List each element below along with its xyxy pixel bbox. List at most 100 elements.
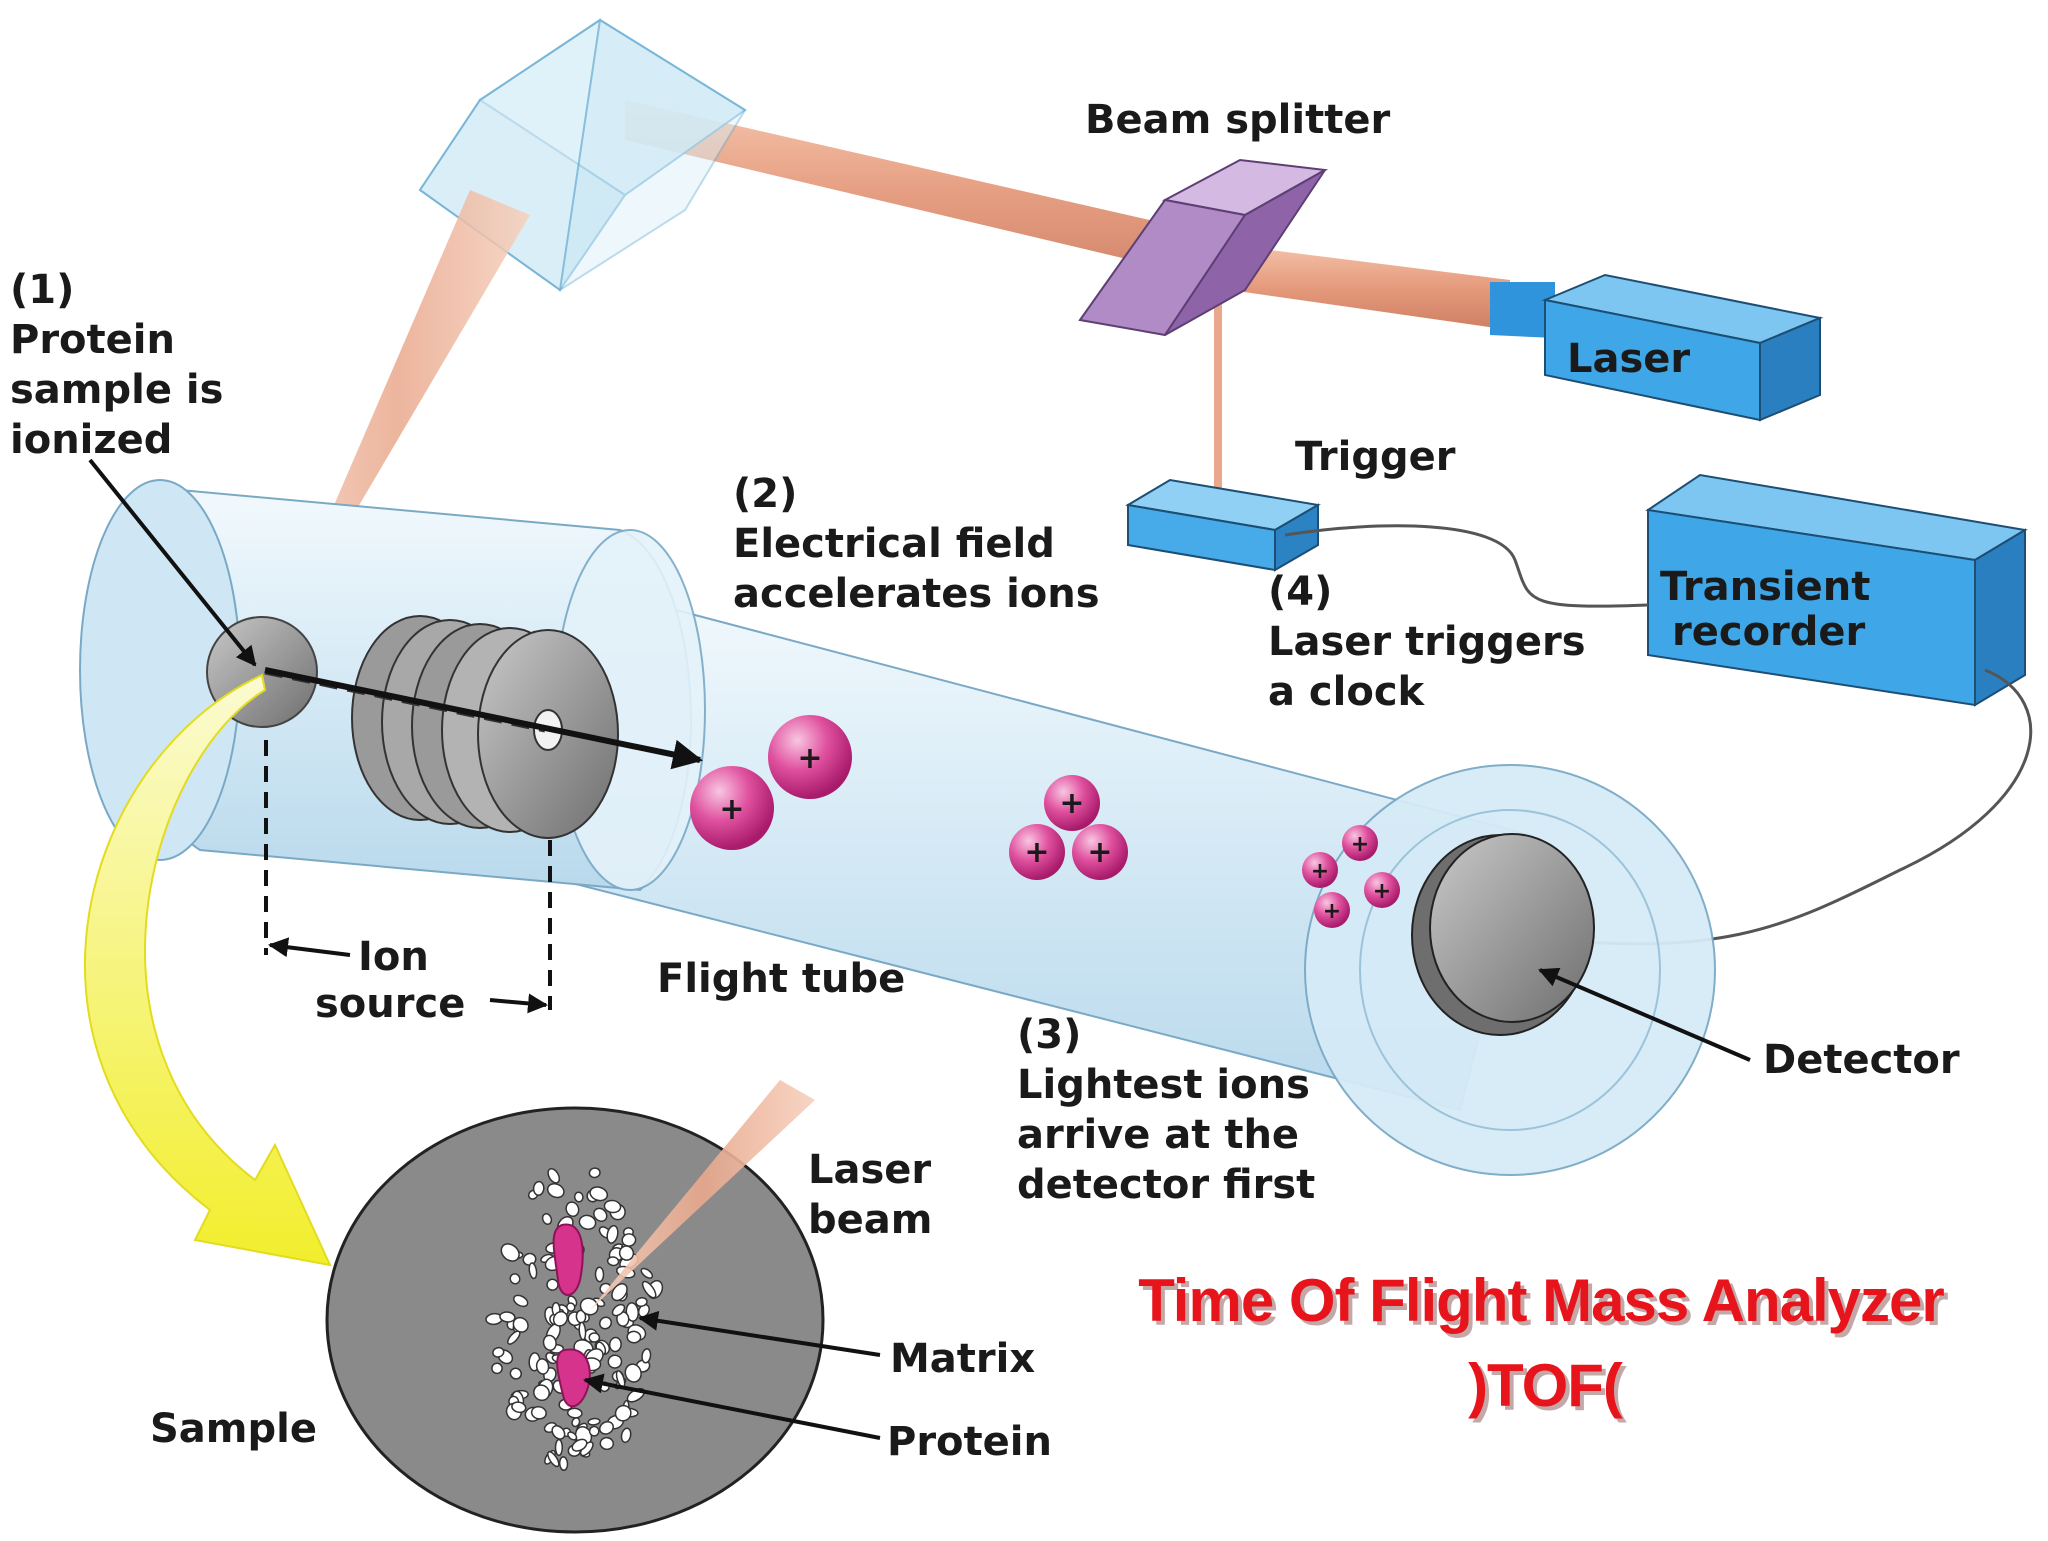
svg-text:source: source — [315, 981, 465, 1027]
accelerator-grids — [351, 615, 619, 839]
matrix-crystal — [547, 1450, 560, 1468]
svg-text:+: + — [1024, 835, 1049, 870]
step1-label: (1) Protein sample is ionized — [10, 267, 223, 463]
svg-text:(1): (1) — [10, 267, 74, 313]
svg-text:ionized: ionized — [10, 417, 172, 463]
matrix-crystal — [611, 1283, 628, 1302]
ion: + — [768, 715, 852, 799]
matrix-crystal — [593, 1207, 608, 1222]
transient-recorder-box — [1645, 473, 2028, 707]
svg-text:Laser triggers: Laser triggers — [1268, 619, 1586, 665]
matrix-crystal — [587, 1417, 601, 1426]
step2-label: (2) Electrical field accelerates ions — [733, 471, 1100, 617]
svg-text:+: + — [1351, 832, 1369, 857]
matrix-crystal — [588, 1425, 600, 1437]
matrix-crystal — [624, 1363, 642, 1383]
matrix-crystal — [588, 1167, 601, 1179]
matrix-crystal — [599, 1421, 614, 1435]
ions: + + + + + + + + + — [690, 715, 1400, 928]
transient-recorder-label: Transient recorder — [1660, 564, 1870, 655]
matrix-crystal — [571, 1438, 588, 1452]
step4-label: (4) Laser triggers a clock — [1268, 569, 1586, 715]
laser-beam-path — [625, 100, 1555, 497]
matrix-crystal — [558, 1456, 569, 1472]
svg-text:+: + — [1059, 786, 1084, 821]
svg-text:(2): (2) — [733, 471, 797, 517]
ion: + — [1072, 824, 1128, 880]
matrix-crystal — [533, 1384, 550, 1402]
matrix-crystal — [500, 1243, 520, 1262]
svg-text:Time Of Flight Mass Analyzer: Time Of Flight Mass Analyzer — [1138, 1267, 1944, 1334]
matrix-crystal — [640, 1267, 654, 1279]
ion: + — [1009, 824, 1065, 880]
ion: + — [1342, 825, 1378, 861]
svg-text:accelerates ions: accelerates ions — [733, 571, 1100, 617]
matrix-crystal — [641, 1348, 652, 1364]
matrix-crystal — [512, 1316, 529, 1333]
svg-text:recorder: recorder — [1672, 609, 1866, 655]
prism — [418, 17, 747, 293]
laser-beam-label: Laser beam — [808, 1147, 932, 1243]
svg-text:+: + — [719, 792, 744, 827]
trigger-box — [1125, 478, 1321, 572]
ion: + — [1044, 775, 1100, 831]
matrix-crystal — [607, 1354, 623, 1369]
protein-label: Protein — [887, 1419, 1052, 1465]
zoom-arrow — [83, 673, 332, 1267]
svg-text:Electrical field: Electrical field — [733, 521, 1055, 567]
matrix-crystal — [541, 1213, 553, 1225]
matrix-crystal — [530, 1405, 547, 1420]
ion: + — [1364, 872, 1400, 908]
matrix-crystal — [621, 1233, 637, 1247]
step1-pointer — [88, 458, 257, 667]
svg-text:Time Of Flight Mass Analyzer: Time Of Flight Mass Analyzer — [1142, 1271, 1948, 1338]
matrix-crystal — [599, 1436, 615, 1451]
svg-text:beam: beam — [808, 1197, 932, 1243]
svg-text:Transient: Transient — [1660, 564, 1870, 610]
matrix-crystal — [579, 1297, 599, 1316]
matrix-crystal — [546, 1182, 565, 1199]
ion: + — [690, 766, 774, 850]
svg-text:+: + — [1311, 859, 1329, 884]
ion-source-bracket — [264, 740, 552, 1014]
svg-text:)TOF(: )TOF( — [1468, 1352, 1623, 1419]
svg-text:a clock: a clock — [1268, 669, 1426, 715]
matrix-crystal — [606, 1256, 620, 1267]
matrix-crystal — [528, 1262, 538, 1280]
matrix-crystal — [542, 1334, 557, 1351]
matrix-crystal — [594, 1266, 605, 1283]
svg-text:(3): (3) — [1017, 1012, 1081, 1058]
matrix-crystal — [620, 1427, 632, 1444]
matrix-crystal — [513, 1294, 529, 1308]
matrix-crystal — [509, 1367, 522, 1380]
matrix-crystal — [511, 1401, 527, 1414]
matrix-crystal — [573, 1191, 584, 1203]
trigger-label: Trigger — [1295, 434, 1456, 480]
step3-label: (3) Lightest ions arrive at the detector… — [1017, 1012, 1315, 1208]
svg-text:detector first: detector first — [1017, 1162, 1315, 1208]
matrix-crystal — [578, 1321, 587, 1341]
detector-pointer — [1538, 967, 1751, 1062]
matrix-crystal — [589, 1186, 609, 1202]
svg-text:(4): (4) — [1268, 569, 1332, 615]
protein-blob-lower — [556, 1348, 591, 1408]
svg-text:Laser: Laser — [808, 1147, 931, 1193]
matrix-crystal — [641, 1280, 657, 1299]
matrix-crystal — [567, 1431, 578, 1441]
svg-text:Ion: Ion — [358, 934, 429, 980]
svg-text:Protein: Protein — [10, 317, 175, 363]
beam-splitter-label: Beam splitter — [1085, 97, 1390, 143]
matrix-crystal — [635, 1297, 648, 1307]
matrix-crystal — [611, 1303, 626, 1317]
matrix-crystal — [606, 1224, 619, 1244]
flight-tube-label: Flight tube — [657, 956, 905, 1002]
svg-text:+: + — [797, 741, 822, 776]
matrix-crystal — [532, 1180, 545, 1196]
sample-label: Sample — [150, 1406, 317, 1452]
matrix-crystal — [554, 1438, 564, 1457]
matrix-crystal — [492, 1346, 505, 1358]
matrix-crystal — [509, 1273, 521, 1285]
matrix-crystal — [608, 1336, 622, 1353]
detector-label: Detector — [1763, 1037, 1960, 1083]
